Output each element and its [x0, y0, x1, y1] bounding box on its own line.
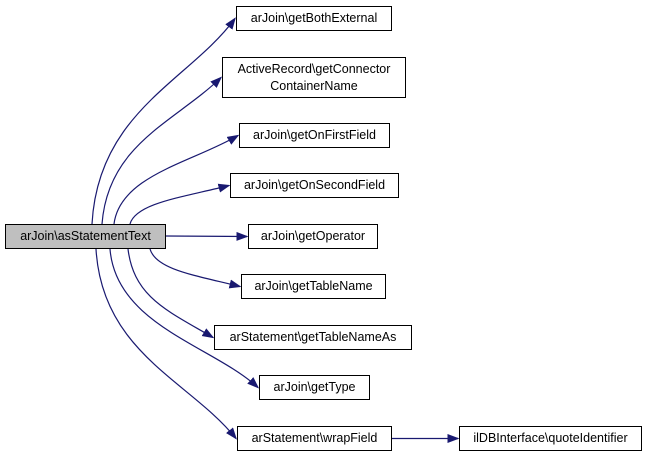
edges-group — [91, 17, 460, 443]
node-getOperator[interactable]: arJoin\getOperator — [248, 224, 378, 249]
edge-asStatementText-getTableName — [149, 248, 242, 289]
node-getOnSecondField[interactable]: arJoin\getOnSecondField — [230, 173, 399, 198]
node-getBothExternal[interactable]: arJoin\getBothExternal — [236, 6, 392, 31]
edge-asStatementText-getBothExternal — [91, 17, 236, 225]
node-quoteIdentifier[interactable]: ilDBInterface\quoteIdentifier — [459, 426, 642, 451]
node-getConnectorContainerName[interactable]: ActiveRecord\getConnector ContainerName — [222, 57, 406, 98]
edge-asStatementText-wrapField — [95, 248, 237, 440]
node-asStatementText[interactable]: arJoin\asStatementText — [5, 224, 166, 249]
node-getTableNameAs[interactable]: arStatement\getTableNameAs — [214, 325, 412, 350]
edge-asStatementText-getOperator — [165, 231, 249, 241]
node-getOnFirstField[interactable]: arJoin\getOnFirstField — [239, 123, 390, 148]
edge-asStatementText-getOnFirstField — [113, 134, 240, 225]
edge-asStatementText-getType — [109, 248, 260, 389]
edge-asStatementText-getOnSecondField — [129, 183, 231, 225]
edge-asStatementText-getConnectorContainerName — [101, 76, 223, 225]
node-getTableName[interactable]: arJoin\getTableName — [241, 274, 386, 299]
node-wrapField[interactable]: arStatement\wrapField — [237, 426, 392, 451]
edge-asStatementText-getTableNameAs — [127, 248, 215, 339]
node-getType[interactable]: arJoin\getType — [259, 375, 370, 400]
